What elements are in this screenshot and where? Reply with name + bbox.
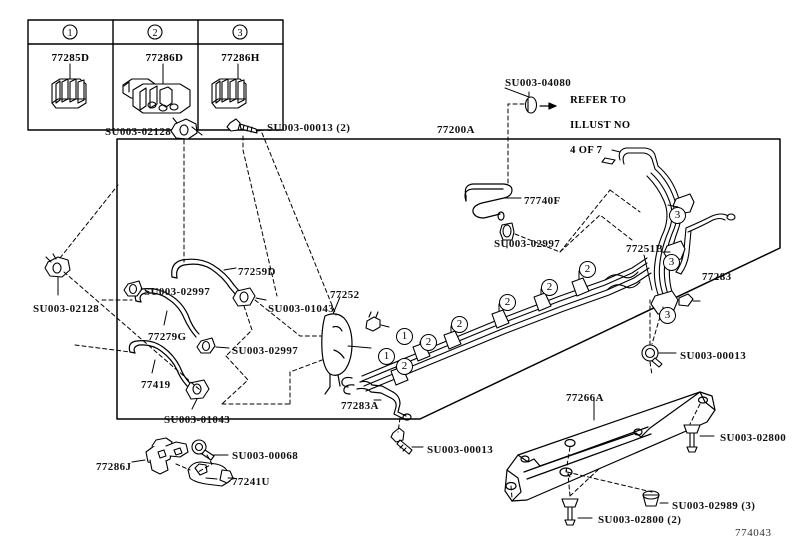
clip-su003-02997-b-icon — [196, 337, 216, 354]
clip-part-1-icon — [365, 311, 381, 332]
legend-icon-2 — [122, 78, 191, 114]
bracket-77252 — [321, 313, 353, 395]
reference-note-line1: REFER TO — [570, 94, 627, 106]
callout-su003-00068: SU003-00068 — [232, 450, 299, 462]
callout-part-77279g: 77279G — [148, 331, 187, 343]
callout-part-77283a: 77283A — [341, 400, 379, 412]
part-77283-icon — [678, 293, 694, 307]
callout-su003-02989-3: SU003-02989 (3) — [672, 500, 756, 512]
hose-77419 — [128, 340, 193, 389]
callout-part-77252: 77252 — [330, 289, 360, 301]
svg-text:3: 3 — [238, 28, 243, 39]
callout-part-77286j: 77286J — [96, 461, 132, 473]
callout-su003-01043-b: SU003-01043 — [164, 414, 231, 426]
clip-marker-1: 1 — [396, 328, 413, 345]
callout-su003-02128-top: SU003-02128 — [105, 126, 172, 138]
callout-part-77283: 77283 — [702, 271, 732, 283]
reference-leader — [479, 91, 530, 191]
reference-note-line3: 4 OF 7 — [570, 144, 603, 156]
callout-su003-02997-a: SU003-02997 — [144, 286, 211, 298]
callout-su003-02997-b: SU003-02997 — [232, 345, 299, 357]
bracket-77241u — [187, 461, 234, 487]
bracket-77286j — [145, 437, 189, 475]
clip-su003-02997-a-icon — [123, 280, 143, 297]
clip-marker-3: 3 — [669, 207, 686, 224]
clip-marker-3: 3 — [659, 307, 676, 324]
clip-marker-2: 2 — [499, 294, 516, 311]
clip-su003-02128-top-icon — [170, 117, 203, 140]
clip-su003-01043-b-icon — [185, 379, 210, 400]
clip-marker-2: 2 — [541, 279, 558, 296]
svg-text:1: 1 — [68, 28, 73, 39]
hose-77740f — [464, 183, 513, 221]
callout-su003-00013-2: SU003-00013 (2) — [267, 122, 351, 134]
hose-77283a — [341, 376, 412, 421]
callout-su003-02997-hose: SU003-02997 — [494, 238, 561, 250]
callout-su003-02800: SU003-02800 — [720, 432, 787, 444]
callout-part-77251b: 77251B — [626, 243, 664, 255]
bolt-su003-00013-2-icon — [226, 118, 258, 134]
callout-part-77241u: 77241U — [232, 476, 270, 488]
clip-marker-2: 2 — [579, 261, 596, 278]
svg-text:2: 2 — [153, 28, 158, 39]
legend-leaders — [69, 63, 239, 87]
clip-marker-1: 1 — [378, 348, 395, 365]
main-frame-outline — [116, 138, 781, 420]
clip-su003-01043-a-icon — [232, 287, 256, 307]
clip-su003-02997-hose-icon — [499, 222, 515, 241]
bolt-su003-02800-icon — [683, 424, 701, 453]
legend-icon-1 — [51, 78, 87, 109]
bolt-su003-00068-icon — [191, 439, 215, 461]
clip-marker-3: 3 — [663, 254, 680, 271]
clip-marker-2: 2 — [451, 316, 468, 333]
callout-part-77419: 77419 — [141, 379, 171, 391]
grommet-su003-02989-icon — [642, 490, 660, 507]
callout-su003-02800-2: SU003-02800 (2) — [598, 514, 682, 526]
callout-su003-04080: SU003-04080 — [505, 77, 572, 89]
legend-part-no-3: 77286H — [221, 52, 260, 64]
reference-note: REFER TO ILLUST NO 4 OF 7 — [558, 82, 630, 170]
callout-su003-02128-left: SU003-02128 — [33, 303, 100, 315]
callout-part-77259d: 77259D — [238, 266, 276, 278]
shield-77266a — [504, 391, 716, 502]
dashed-routing-lines — [59, 132, 663, 433]
legend-icon-3 — [211, 78, 247, 109]
bolt-su003-02800-2-icon — [561, 498, 579, 526]
figure-id: 774043 — [735, 527, 772, 539]
callout-su003-01043-a: SU003-01043 — [268, 303, 335, 315]
legend-part-no-1: 77285D — [51, 52, 90, 64]
callout-assembly-77200a: 77200A — [437, 124, 475, 136]
fuel-lines-right — [601, 147, 736, 306]
reference-note-line2: ILLUST NO — [570, 119, 631, 131]
reference-grommet-icon — [524, 96, 538, 114]
legend-index-circles — [62, 24, 248, 40]
bolt-su003-00013-mid-icon — [390, 427, 413, 455]
bolt-su003-00013-right-icon — [641, 344, 663, 368]
callout-part-77740f: 77740F — [524, 195, 561, 207]
callout-su003-00013-right: SU003-00013 — [680, 350, 747, 362]
clip-marker-2: 2 — [396, 358, 413, 375]
callout-su003-00013-mid: SU003-00013 — [427, 444, 494, 456]
callout-part-77266a: 77266A — [566, 392, 604, 404]
clip-marker-2: 2 — [420, 334, 437, 351]
reference-arrow — [539, 102, 557, 110]
legend-part-no-2: 77286D — [145, 52, 184, 64]
